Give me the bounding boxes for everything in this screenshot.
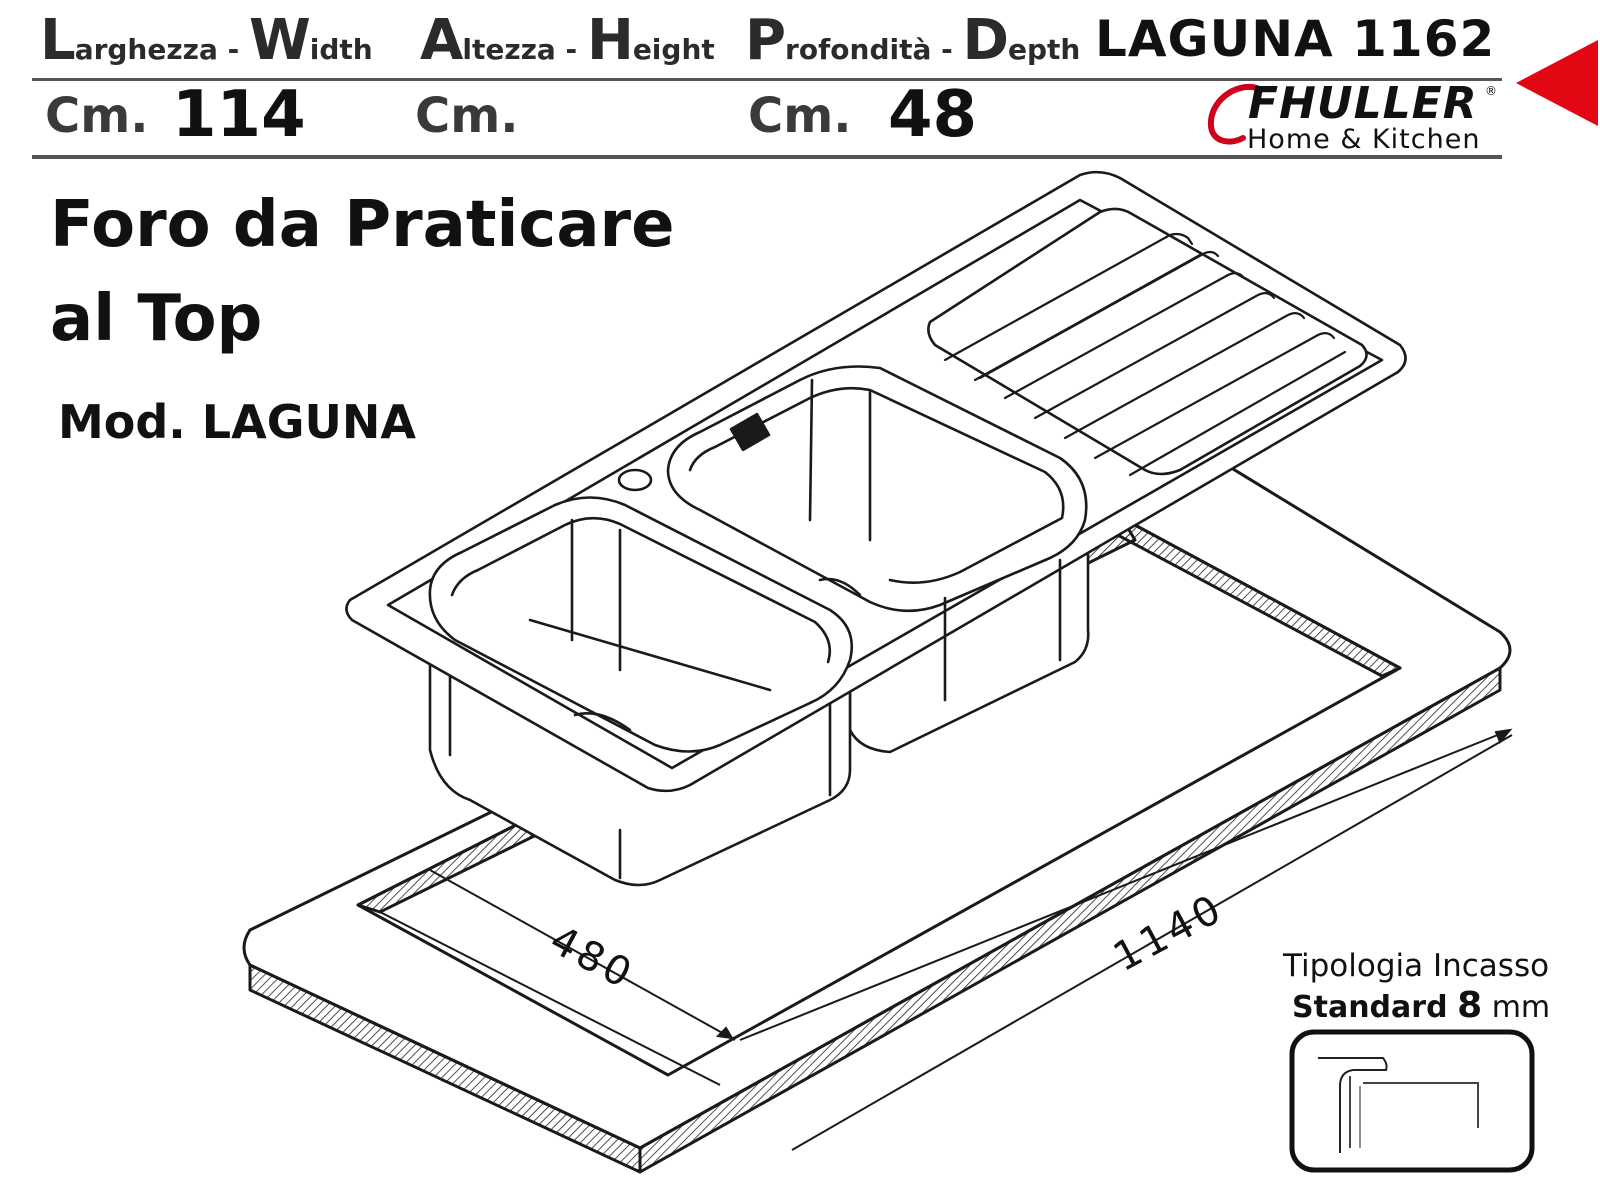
legend-standard: Standard 8 mm [1292,985,1550,1026]
model-title: LAGUNA 1162 [1095,10,1496,68]
legend-standard-value: 8 [1457,985,1483,1026]
page-title-line-1: Foro da Praticare [50,188,675,262]
width-spec-label: Larghezza - Width [40,8,373,73]
legend-standard-unit: mm [1491,990,1551,1025]
width-unit: Cm. [45,88,149,144]
width-value: 114 [172,78,306,152]
height-spec-label: Altezza - Height [420,8,715,73]
header-divider-bottom [32,155,1502,159]
depth-spec-label: Profondità - Depth [745,8,1081,73]
brand-tagline: Home & Kitchen [1247,124,1481,155]
brand-name: FHULLER [1248,78,1478,129]
header-divider-top [32,78,1502,81]
depth-unit: Cm. [748,88,852,144]
inset-profile-icon [1289,1029,1535,1173]
legend-title: Tipologia Incasso [1283,948,1550,984]
depth-value: 48 [888,78,978,152]
height-unit: Cm. [415,88,519,144]
red-triangle-icon [1516,40,1598,126]
model-subtitle: Mod. LAGUNA [58,395,416,449]
dimension-lines [379,728,1513,1151]
brand-logo: FHULLER ® Home & Kitchen [1205,78,1505,157]
brand-registered: ® [1485,84,1497,98]
sink [345,170,1407,887]
page-title-line-2: al Top [50,282,263,356]
legend-standard-label: Standard [1292,990,1448,1025]
brand-swoosh-icon [1207,83,1260,145]
